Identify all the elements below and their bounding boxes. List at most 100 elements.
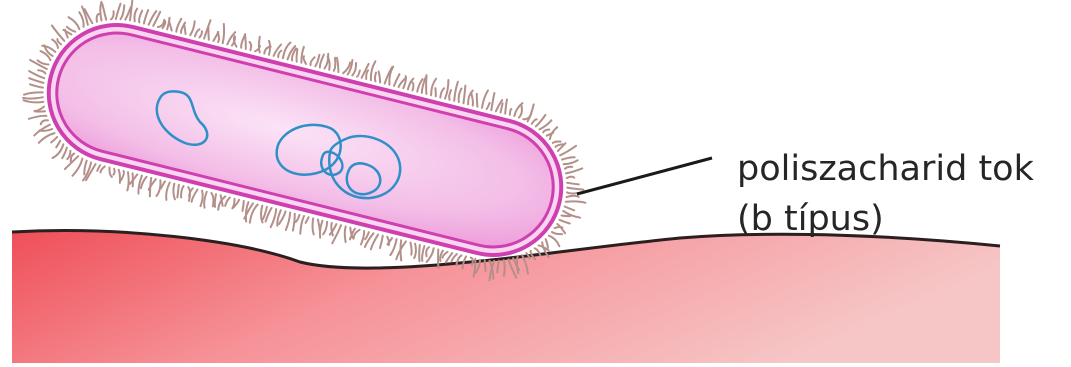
capsule-fiber bbox=[337, 58, 338, 72]
capsule-fiber bbox=[477, 94, 478, 107]
capsule-fiber bbox=[29, 71, 44, 78]
capsule-fiber bbox=[297, 49, 298, 62]
capsule-fiber bbox=[169, 21, 172, 30]
capsule-fiber bbox=[419, 245, 420, 261]
capsule-fiber bbox=[261, 206, 263, 223]
capsule-fiber bbox=[274, 45, 282, 56]
capsule-fiber bbox=[411, 243, 412, 255]
cell-membrane bbox=[44, 20, 566, 259]
capsule-fiber bbox=[24, 92, 43, 94]
capsule-fiber bbox=[97, 14, 99, 22]
capsule-fiber bbox=[365, 232, 369, 239]
capsule-label: poliszacharid tok bbox=[737, 149, 1035, 189]
capsule-fiber bbox=[23, 97, 43, 98]
capsule-fiber bbox=[184, 24, 186, 34]
capsule-fiber bbox=[567, 188, 583, 190]
capsule-fiber bbox=[190, 21, 195, 35]
capsule-fiber bbox=[173, 184, 175, 200]
capsule-fiber bbox=[566, 201, 586, 202]
capsule-fiber bbox=[501, 103, 503, 112]
capsule-fiber bbox=[57, 39, 61, 44]
capsule-fiber bbox=[42, 46, 55, 52]
capsule-fiber bbox=[116, 4, 121, 19]
capsule-fiber bbox=[233, 199, 235, 208]
capsule-fiber bbox=[352, 63, 356, 76]
capsule-fiber bbox=[304, 56, 306, 64]
capsule-fiber bbox=[414, 244, 416, 258]
capsule-fiber bbox=[296, 215, 300, 222]
capsule-fiber bbox=[491, 93, 494, 110]
capsule-fiber bbox=[565, 167, 572, 169]
capsule-fiber bbox=[334, 58, 336, 71]
capsule-fiber bbox=[380, 236, 383, 248]
capsule-fiber bbox=[166, 183, 170, 200]
capsule-fiber bbox=[452, 254, 457, 261]
capsule-fiber bbox=[394, 74, 400, 86]
capsule-fiber bbox=[62, 148, 67, 159]
capsule-fiber bbox=[223, 24, 224, 43]
capsule-fiber bbox=[200, 31, 203, 37]
capsule-fiber bbox=[51, 137, 57, 142]
capsule-fiber bbox=[366, 70, 368, 79]
capsule-fiber bbox=[113, 169, 114, 175]
capsule-fiber bbox=[221, 195, 223, 206]
capsule-fiber bbox=[422, 246, 424, 261]
capsule-fiber bbox=[510, 109, 512, 115]
capsule-fiber bbox=[315, 55, 319, 67]
capsule-fiber bbox=[201, 191, 203, 207]
capsule-fiber bbox=[546, 239, 548, 248]
capsule-fiber bbox=[177, 185, 179, 198]
capsule-fiber bbox=[318, 220, 320, 231]
capsule-fiber bbox=[464, 86, 466, 104]
capsule-fiber bbox=[306, 217, 309, 223]
capsule-fiber bbox=[192, 190, 198, 202]
capsule-fiber bbox=[293, 214, 295, 231]
capsule-fiber bbox=[271, 209, 277, 227]
capsule-fiber bbox=[156, 180, 160, 196]
capsule-fiber bbox=[482, 90, 488, 108]
capsule-fiber bbox=[56, 141, 60, 148]
capsule-fiber bbox=[345, 226, 346, 242]
capsule-fiber bbox=[111, 11, 114, 19]
capsule-fiber bbox=[504, 260, 505, 276]
capsule-fiber bbox=[566, 168, 582, 173]
capsule-fiber bbox=[313, 218, 314, 234]
capsule-fiber bbox=[109, 168, 111, 178]
capsule-fiber bbox=[375, 73, 376, 82]
capsule-fiber bbox=[102, 4, 106, 20]
capsule-fiber bbox=[440, 88, 444, 97]
capsule-fiber bbox=[121, 5, 125, 19]
capsule-fiber bbox=[401, 240, 402, 260]
capsule-fiber bbox=[557, 224, 565, 233]
capsule-fiber bbox=[300, 216, 304, 234]
capsule-fiber bbox=[29, 78, 43, 83]
capsule-fiber bbox=[218, 32, 219, 42]
capsule-fiber bbox=[567, 177, 575, 179]
capsule-fiber bbox=[84, 161, 86, 175]
capsule-fiber bbox=[536, 115, 546, 126]
capsule-fiber bbox=[134, 9, 137, 22]
capsule-fiber bbox=[426, 247, 429, 256]
capsule-fiber bbox=[278, 51, 281, 57]
capsule-fiber bbox=[29, 116, 47, 119]
capsule-fiber bbox=[564, 160, 578, 164]
capsule-fiber bbox=[390, 239, 396, 255]
capsule-fiber bbox=[119, 170, 120, 183]
capsule-fiber bbox=[211, 193, 213, 207]
capsule-fiber bbox=[471, 94, 473, 106]
capsule-fiber bbox=[549, 236, 560, 247]
capsule-fiber bbox=[445, 80, 448, 99]
capsule-fiber bbox=[69, 17, 80, 29]
capsule-fiber bbox=[286, 213, 290, 231]
capsule-fiber bbox=[100, 2, 101, 21]
capsule-fiber bbox=[41, 120, 48, 124]
capsule-fiber bbox=[553, 142, 561, 143]
capsule-fiber bbox=[449, 90, 451, 100]
capsule-type-label: (b típus) bbox=[737, 199, 884, 239]
capsule-fiber bbox=[562, 216, 571, 217]
capsule-fiber bbox=[323, 222, 327, 235]
capsule-fiber bbox=[454, 82, 458, 101]
capsule-fiber bbox=[310, 57, 314, 65]
